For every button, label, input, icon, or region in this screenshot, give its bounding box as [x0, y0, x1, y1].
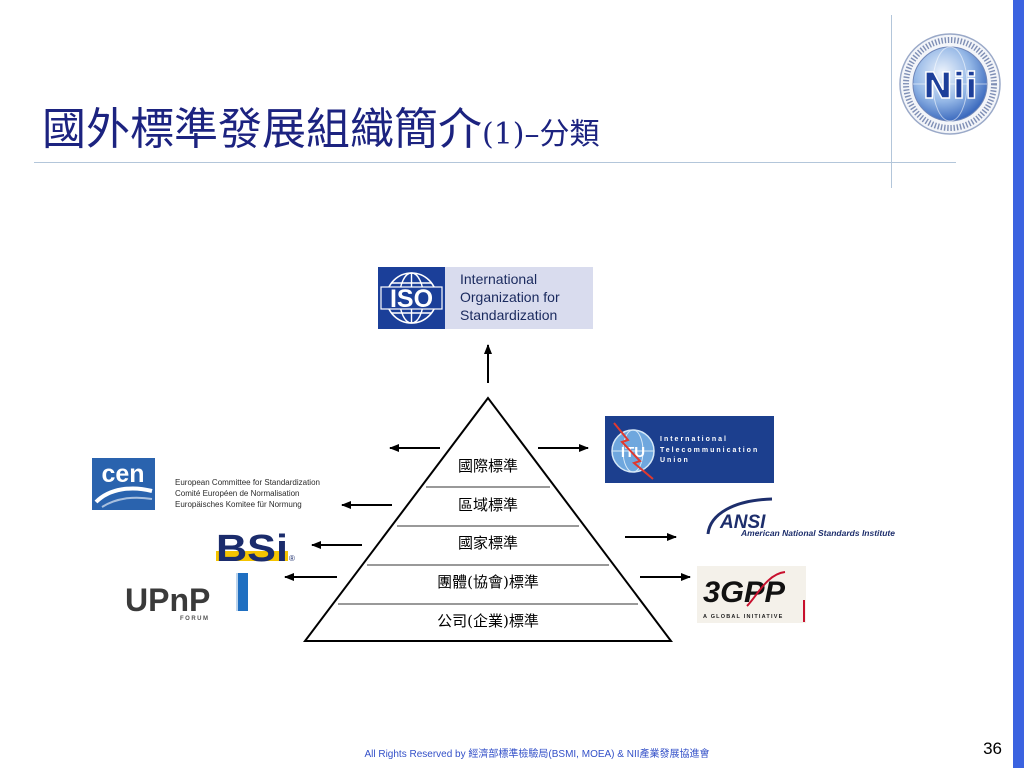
itu-lightning-icon: [613, 422, 654, 480]
3gpp-tagline: A GLOBAL INITIATIVE: [703, 614, 783, 620]
3gpp-swoosh-icon: [746, 571, 786, 607]
page-number: 36: [983, 739, 1002, 758]
bsi-mark-text: BSi: [216, 528, 288, 565]
nii-logo: Nii: [899, 33, 1001, 135]
header-divider: [891, 15, 892, 188]
pyramid-level-company: 公司(企業)標準: [437, 612, 539, 630]
itu-name: International Telecommunication Union: [660, 435, 759, 467]
cen-name: European Committee for Standardization C…: [175, 477, 320, 510]
nii-logo-mark: Nii: [923, 66, 978, 107]
footer-copyright: All Rights Reserved by 經濟部標準檢驗局(BSMI, MO…: [364, 749, 710, 760]
upnp-logo: UPnP FORUM: [125, 573, 248, 622]
ansi-logo: ANSI American National Standards Institu…: [706, 497, 896, 538]
iso-name-line: Organization for: [460, 289, 560, 305]
iso-globe-icon: ISO: [378, 267, 445, 329]
accent-bar: [1013, 0, 1024, 768]
title-underline: [34, 162, 956, 163]
nii-ring-lettering: [903, 37, 997, 131]
itu-emblem-icon: ITU: [611, 422, 655, 480]
slide-title: 國外標準發展組織簡介(1)–分類: [42, 104, 600, 161]
cen-name-line: Comité Européen de Normalisation: [175, 489, 300, 498]
iso-name-line: International: [460, 271, 538, 287]
title-suffix: (1)–分類: [482, 117, 600, 152]
itu-name-line: Union: [660, 457, 690, 464]
itu-name-line: Telecommunication: [660, 446, 760, 454]
3gpp-mark-text: 3GPP: [703, 576, 786, 609]
cen-name-line: European Committee for Standardization: [175, 478, 320, 487]
upnp-bar-icon: [236, 573, 248, 611]
bsi-registered-mark: ®: [289, 554, 295, 563]
upnp-forum-text: FORUM: [180, 616, 210, 622]
itu-logo: ITU International Telecommunication Unio…: [605, 416, 774, 483]
pyramid-outline: [302, 396, 674, 642]
bsi-yellow-band: [216, 551, 288, 561]
pyramid-level-international: 國際標準: [458, 457, 518, 475]
pyramid-level-regional: 區域標準: [458, 496, 518, 514]
itu-name-line: International: [660, 436, 729, 443]
iso-mark-text: ISO: [390, 285, 433, 313]
iso-name-line: Standardization: [460, 307, 558, 323]
title-main: 國外標準發展組織簡介: [42, 104, 482, 155]
cen-name-line: Europäisches Komitee für Normung: [175, 500, 302, 509]
ansi-mark-text: ANSI: [719, 512, 766, 533]
cen-swoosh-icon: [94, 486, 153, 504]
bsi-logo: BSi ®: [216, 528, 295, 565]
ansi-name-text: American National Standards Institute: [740, 529, 896, 538]
3gpp-logo: 3GPP A GLOBAL INITIATIVE: [697, 566, 806, 623]
pyramid-level-association: 團體(協會)標準: [437, 573, 539, 591]
ansi-swoosh-icon: [706, 497, 773, 535]
iso-logo: ISO International Organization for Stand…: [378, 267, 593, 329]
pyramid-level-national: 國家標準: [458, 534, 518, 552]
cen-logo: cen: [92, 458, 155, 510]
iso-name: International Organization for Standardi…: [460, 270, 560, 324]
upnp-mark-text: UPnP: [125, 582, 210, 618]
cen-mark-text: cen: [101, 460, 144, 488]
